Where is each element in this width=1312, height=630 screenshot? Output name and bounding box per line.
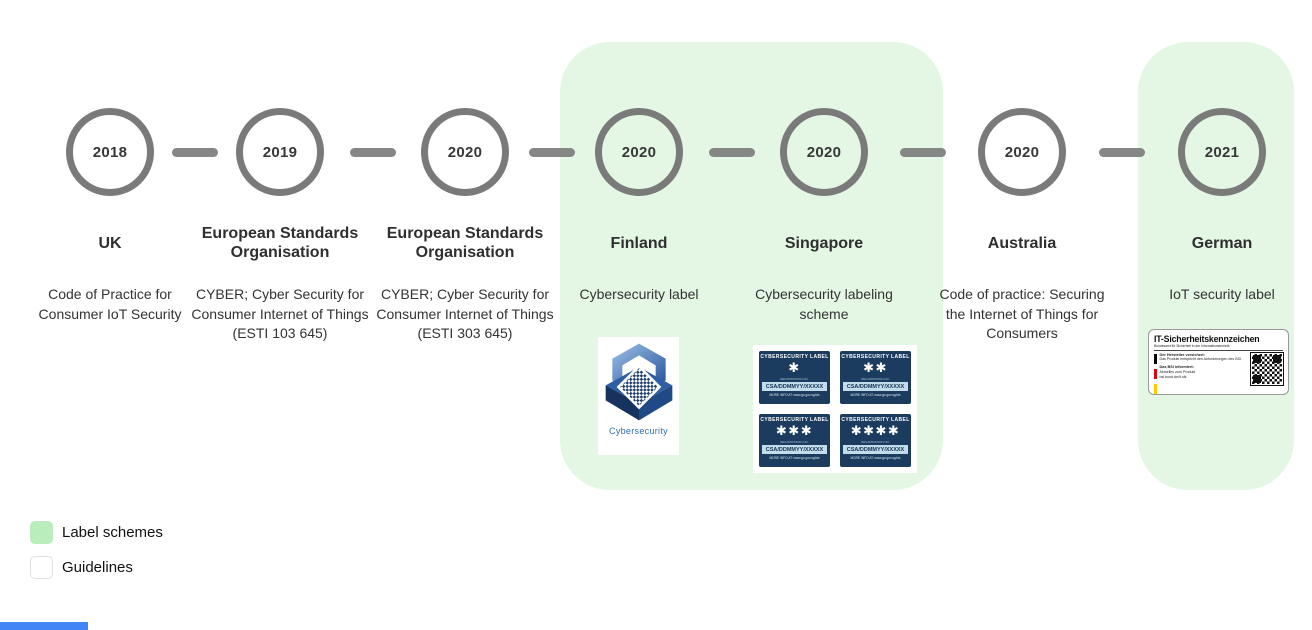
manufacturer-heading: Der Hersteller versichert: xyxy=(1159,352,1205,357)
label-stars: ✱ xyxy=(788,361,801,376)
legend-item-guidelines: Guidelines xyxy=(30,556,163,579)
label-registration: CSA/DDMMYY/XXXXX xyxy=(762,382,827,391)
entry-name: European Standards Organisation xyxy=(201,225,359,261)
timeline-entry-uk: UK Code of Practice for Consumer IoT Sec… xyxy=(18,218,202,324)
entry-name: Finland xyxy=(610,234,668,252)
entry-name: UK xyxy=(98,234,122,252)
timeline-entry-eso-2019: European Standards Organisation CYBER; C… xyxy=(188,218,372,344)
german-flag-black-bar xyxy=(1154,353,1157,364)
year-circle-2021: 2021 xyxy=(1178,108,1266,196)
legend-label: Label schemes xyxy=(62,524,163,541)
timeline-connector xyxy=(172,148,218,157)
legend-item-label-schemes: Label schemes xyxy=(30,521,163,544)
singapore-cybersecurity-label-1-star: CYBERSECURITY LABEL ✱ REGISTRATION NO. C… xyxy=(759,351,830,404)
entry-description: Cybersecurity labeling scheme xyxy=(755,286,893,322)
label-stars: ✱✱ xyxy=(863,361,888,376)
finland-lock-qr-icon xyxy=(605,343,672,421)
timeline-connector xyxy=(1099,148,1145,157)
year-circle-2020-finland: 2020 xyxy=(595,108,683,196)
label-registration: CSA/DDMMYY/XXXXX xyxy=(843,382,908,391)
bsi-text: Aktuelles zum Produkt xyxy=(1159,369,1196,374)
year-label: 2020 xyxy=(806,143,842,161)
label-registration-caption: REGISTRATION NO. xyxy=(861,377,890,381)
german-flag-red-bar xyxy=(1154,368,1157,379)
bottom-accent-bar xyxy=(0,622,88,630)
legend-swatch-green xyxy=(30,521,53,544)
year-label: 2020 xyxy=(621,143,657,161)
singapore-cybersecurity-label-4-star: CYBERSECURITY LABEL ✱✱✱✱ REGISTRATION NO… xyxy=(840,414,911,467)
entry-description: Cybersecurity label xyxy=(579,286,699,302)
entry-description: IoT security label xyxy=(1169,286,1275,302)
qr-code-icon xyxy=(1250,351,1284,386)
timeline-connector xyxy=(529,148,575,157)
label-registration-caption: REGISTRATION NO. xyxy=(861,440,890,444)
label-footer: MORE INFO AT: www.go.gov.sg/cls xyxy=(850,456,901,460)
year-circle-2020-eso: 2020 xyxy=(421,108,509,196)
year-circle-2019: 2019 xyxy=(236,108,324,196)
timeline-entry-finland: Finland Cybersecurity label xyxy=(547,218,731,305)
german-it-security-label: IT-Sicherheitskennzeichen Bundesamt für … xyxy=(1148,329,1289,395)
label-header: CYBERSECURITY LABEL xyxy=(841,417,910,423)
entry-description: Code of practice: Securing the Internet … xyxy=(939,286,1105,341)
finland-label-caption: Cybersecurity xyxy=(609,426,668,436)
timeline-entry-eso-2020: European Standards Organisation CYBER; C… xyxy=(373,218,557,344)
label-footer: MORE INFO AT: www.go.gov.sg/cls xyxy=(850,393,901,397)
entry-name: Australia xyxy=(987,234,1057,252)
timeline-entry-singapore: Singapore Cybersecurity labeling scheme xyxy=(732,218,916,324)
label-header: CYBERSECURITY LABEL xyxy=(841,354,910,360)
label-stars: ✱✱✱✱ xyxy=(850,424,901,439)
label-header: CYBERSECURITY LABEL xyxy=(760,354,829,360)
legend-swatch-white xyxy=(30,556,53,579)
bsi-url: bsi.bund.de/it-sik xyxy=(1159,374,1187,379)
timeline-connector xyxy=(709,148,755,157)
entry-name: Singapore xyxy=(784,234,864,252)
label-registration-caption: REGISTRATION NO. xyxy=(780,377,809,381)
german-label-title: IT-Sicherheitskennzeichen xyxy=(1154,334,1260,344)
entry-description: CYBER; Cyber Security for Consumer Inter… xyxy=(191,286,369,341)
entry-name: German xyxy=(1191,234,1253,252)
entry-description: Code of Practice for Consumer IoT Securi… xyxy=(38,286,182,322)
label-registration-caption: REGISTRATION NO. xyxy=(780,440,809,444)
label-header: CYBERSECURITY LABEL xyxy=(760,417,829,423)
year-label: 2018 xyxy=(92,143,128,161)
year-circle-2020-singapore: 2020 xyxy=(780,108,868,196)
year-circle-2020-australia: 2020 xyxy=(978,108,1066,196)
singapore-cybersecurity-label-3-star: CYBERSECURITY LABEL ✱✱✱ REGISTRATION NO.… xyxy=(759,414,830,467)
entry-description: CYBER; Cyber Security for Consumer Inter… xyxy=(376,286,554,341)
german-flag-bars xyxy=(1154,353,1157,394)
bsi-heading: Das BSI informiert: xyxy=(1159,365,1194,370)
german-label-subtitle: Bundesamt für Sicherheit in der Informat… xyxy=(1154,344,1283,351)
label-footer: MORE INFO AT: www.go.gov.sg/cls xyxy=(769,456,820,460)
timeline-connector xyxy=(900,148,946,157)
label-registration: CSA/DDMMYY/XXXXX xyxy=(762,445,827,454)
label-registration: CSA/DDMMYY/XXXXX xyxy=(843,445,908,454)
year-circle-2018: 2018 xyxy=(66,108,154,196)
finland-cybersecurity-label-image: Cybersecurity xyxy=(598,337,679,455)
year-label: 2020 xyxy=(1004,143,1040,161)
year-label: 2021 xyxy=(1204,143,1240,161)
singapore-label-card: CYBERSECURITY LABEL ✱ REGISTRATION NO. C… xyxy=(753,345,917,473)
legend: Label schemes Guidelines xyxy=(30,521,163,591)
timeline-connector xyxy=(350,148,396,157)
legend-label: Guidelines xyxy=(62,559,133,576)
singapore-cybersecurity-label-2-star: CYBERSECURITY LABEL ✱✱ REGISTRATION NO. … xyxy=(840,351,911,404)
timeline-entry-german: German IoT security label xyxy=(1130,218,1312,305)
german-flag-gold-bar xyxy=(1154,383,1157,394)
label-footer: MORE INFO AT: www.go.gov.sg/cls xyxy=(769,393,820,397)
timeline-entry-australia: Australia Code of practice: Securing the… xyxy=(930,218,1114,344)
label-stars: ✱✱✱ xyxy=(775,424,814,439)
year-label: 2019 xyxy=(262,143,298,161)
year-label: 2020 xyxy=(447,143,483,161)
manufacturer-text: Das Produkt entspricht den Anforderungen… xyxy=(1159,357,1243,362)
entry-name: European Standards Organisation xyxy=(386,225,544,261)
german-label-text: Der Hersteller versichert: Das Produkt e… xyxy=(1160,353,1249,380)
